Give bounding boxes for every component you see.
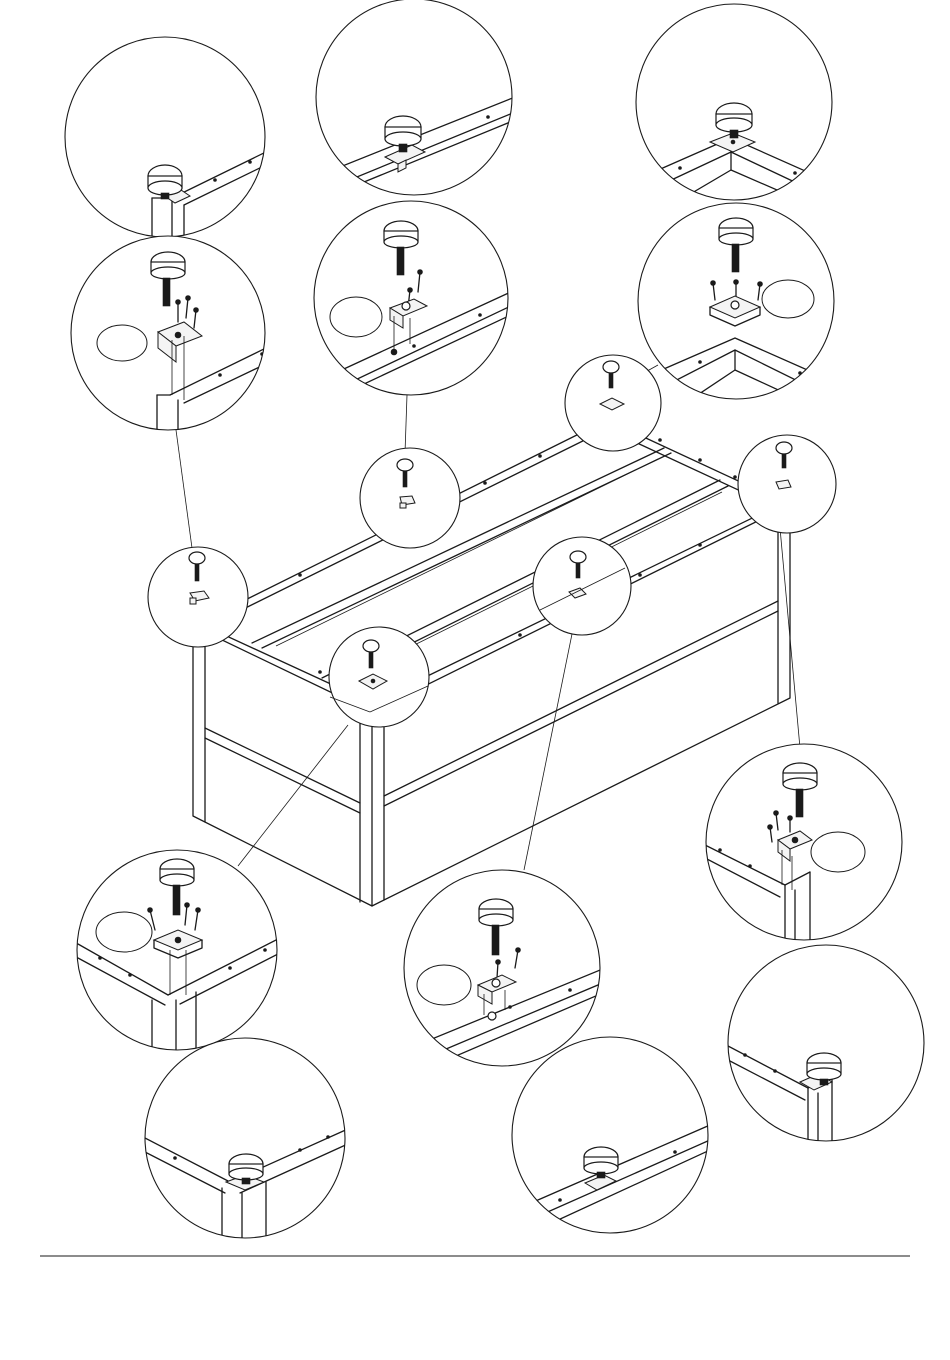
callout-top-mid-exploded <box>314 201 515 400</box>
callout-top-left-exploded <box>71 236 270 440</box>
callout-top-right-exploded <box>638 203 834 400</box>
callout-small-right <box>738 435 836 533</box>
callout-bottom-mid-exploded <box>404 870 605 1068</box>
callout-small-front-corner <box>329 627 429 727</box>
callout-bottom-left-exploded <box>77 850 280 1060</box>
callout-top-mid-assembled <box>316 0 520 198</box>
callout-small-back <box>565 355 661 451</box>
part-blank <box>417 965 471 1005</box>
callout-right-assembled <box>728 945 924 1145</box>
callout-small-mid-rail <box>533 537 631 635</box>
leader-lines <box>176 365 800 870</box>
part-blank <box>330 297 382 337</box>
mounting-bracket-icon <box>776 480 791 489</box>
part-blank <box>811 832 865 872</box>
callout-top-left-assembled <box>65 37 270 240</box>
callout-bottom-left-assembled <box>145 1038 350 1245</box>
callout-small-top-mid <box>360 448 460 548</box>
part-blank <box>97 325 147 361</box>
callout-bottom-mid-assembled <box>512 1037 710 1233</box>
cabinet-frame <box>193 418 790 906</box>
part-blank <box>96 912 152 952</box>
part-blank <box>762 280 814 318</box>
callout-right-exploded <box>705 744 902 945</box>
callout-top-right-assembled <box>636 4 832 200</box>
callout-small-front-left <box>148 547 248 647</box>
